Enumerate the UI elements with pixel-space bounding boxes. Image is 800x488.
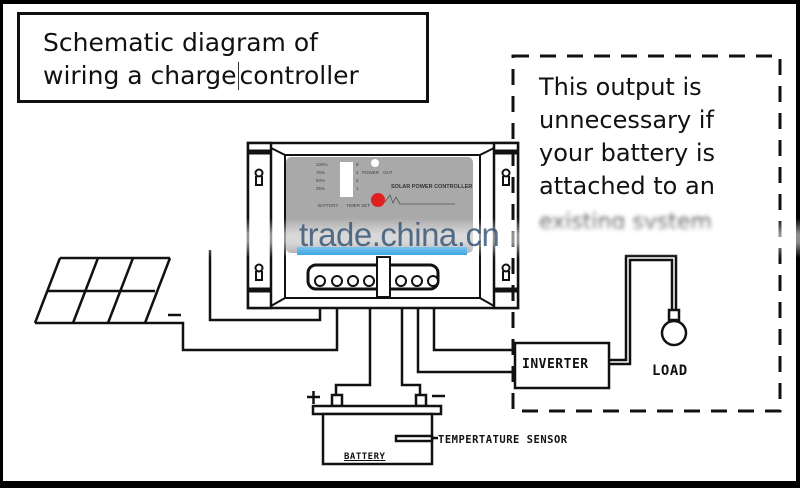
timer-knob (371, 193, 385, 207)
level-labels: 100% 75% 50% 25% (316, 161, 328, 193)
solar-panel (33, 256, 172, 325)
text-cursor (237, 62, 239, 90)
load-label: LOAD (652, 363, 688, 379)
level-number: 8 (356, 162, 359, 167)
temperature-sensor (394, 434, 434, 443)
level-label: 75% (316, 170, 326, 175)
timer-set-label: TIMER SET (346, 203, 371, 208)
title-line-2-part-2: controller (239, 61, 359, 90)
watermark: trade.china.cn (299, 216, 500, 253)
level-number: 2 (356, 178, 359, 183)
keyhole-icons (254, 168, 511, 281)
level-label: 50% (316, 178, 326, 183)
temperature-sensor-label: TEMPERTATURE SENSOR (438, 434, 568, 446)
battery-label: BATTERY (344, 452, 386, 462)
level-numbers: 8 4 2 1 (356, 161, 359, 193)
level-number: 1 (356, 186, 359, 191)
note-line: unnecessary if (539, 106, 714, 134)
out-label: OUT (383, 170, 393, 175)
power-label: POWER (362, 170, 380, 175)
level-label: 25% (316, 186, 326, 191)
note-line: your battery is (539, 139, 715, 167)
battery (311, 393, 443, 466)
note-line: attached to an (539, 172, 715, 200)
inverter-label: INVERTER (522, 357, 589, 372)
level-number: 4 (356, 170, 359, 175)
load-bulb-icon (660, 308, 688, 347)
battery-polarity-signs (307, 391, 445, 404)
battery-indicator-label: BATTERY (318, 203, 339, 208)
title-line-1: Schematic diagram of (43, 28, 318, 57)
panel-title: SOLAR POWER CONTROLLER (391, 184, 473, 190)
title-line-2-part-1: wiring a charge (43, 61, 237, 90)
title-box (17, 12, 429, 103)
level-label: 100% (316, 162, 328, 167)
terminal-screws (314, 275, 439, 287)
note-line: This output is (539, 73, 702, 101)
note-line-obscured: existing system (539, 210, 712, 230)
inverter-box (513, 341, 611, 390)
output-note: This output is unnecessary if your batte… (539, 71, 715, 203)
